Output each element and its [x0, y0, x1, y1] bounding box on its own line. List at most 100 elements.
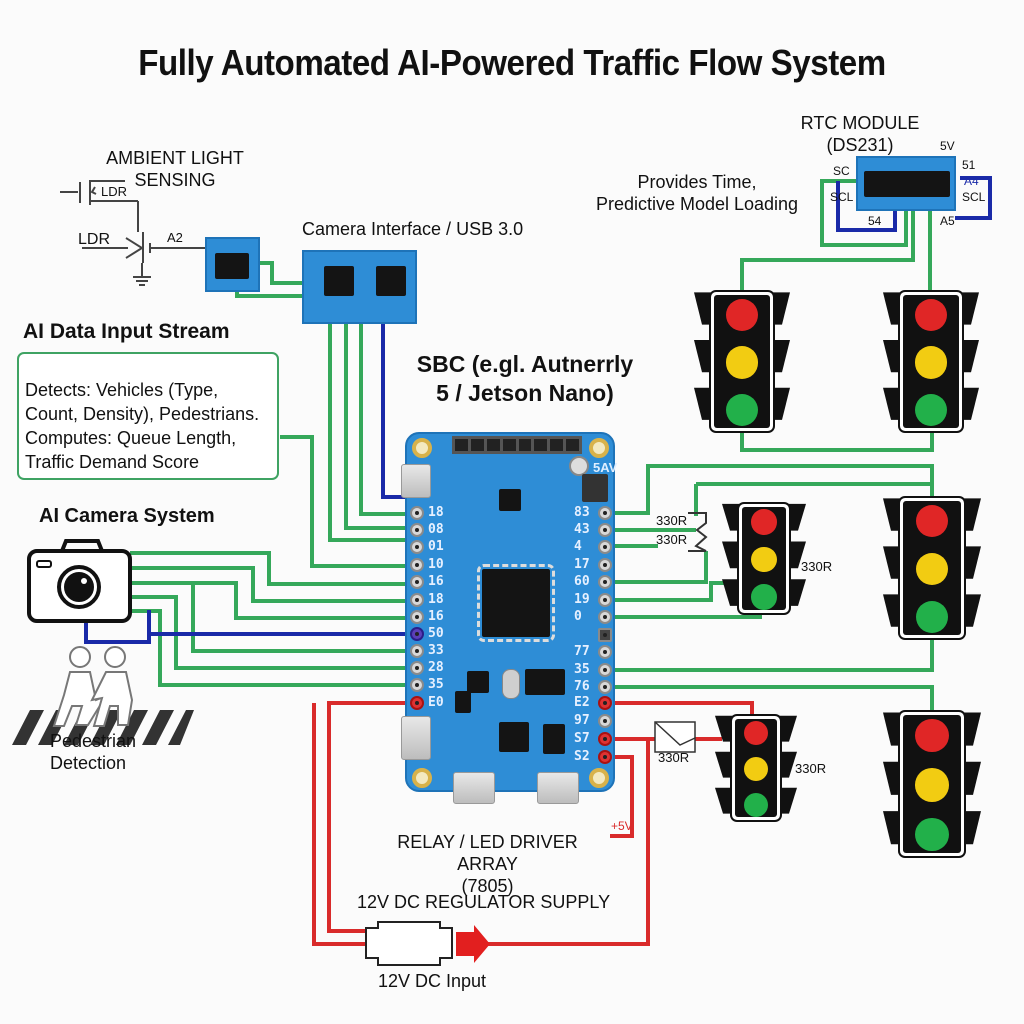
ic-u3: [525, 669, 565, 695]
lamp-green: [743, 792, 769, 818]
resistor-symbol: [688, 512, 708, 552]
lamp-yellow: [915, 768, 949, 802]
sbc-left-pin-label: 50: [428, 626, 444, 641]
relay-line1: RELAY / LED DRIVER ARRAY: [397, 832, 578, 874]
micro-usb-port[interactable]: [401, 464, 431, 498]
ic-u6: [543, 724, 565, 754]
sbc-right-pin: [598, 610, 612, 624]
sbc-left-pin-label: 16: [428, 574, 444, 589]
sbc-right-pin: [598, 680, 612, 694]
rtc-description: Provides Time, Predictive Model Loading: [588, 171, 806, 215]
sbc-left-pin: [410, 575, 424, 589]
lamp-red: [725, 298, 759, 332]
sbc-left-pin-label: 35: [428, 677, 444, 692]
lamp-green: [915, 600, 949, 634]
ic-u5: [499, 722, 529, 752]
sbc-right-pin-label: 0: [574, 609, 582, 624]
sbc-left-pin-label: E0: [428, 695, 444, 710]
rtc-module-board: [856, 156, 956, 211]
crystal-oscillator: [502, 669, 520, 699]
lamp-green: [914, 393, 948, 427]
sbc-right-pin: [598, 714, 612, 728]
main-processor-chip: [477, 564, 555, 642]
sbc-right-pin: [598, 593, 612, 607]
lamp-green: [915, 817, 949, 852]
sbc-left-pin: [410, 627, 424, 641]
sbc-left-pin-label: 16: [428, 609, 444, 624]
camera-interface-label: Camera Interface / USB 3.0: [302, 219, 524, 239]
sbc-left-pin-label: 18: [428, 505, 444, 520]
lamp-red: [743, 720, 769, 746]
sbc-left-pin: [410, 644, 424, 658]
sbc-right-pin: [598, 523, 612, 537]
sbc-right-pin: [598, 696, 612, 710]
sensor-ic: [582, 474, 608, 502]
usb-c-port-1[interactable]: [453, 772, 495, 804]
interface-chip-1: [324, 266, 354, 296]
camera-interface-board: [302, 250, 417, 324]
interface-chip-2: [376, 266, 406, 296]
dc-input-label: 12V DC Input: [378, 971, 487, 991]
ldr-label-top: LDR: [101, 184, 128, 199]
sbc-title-line1: SBC (e.gl. Autnerrly: [416, 351, 634, 377]
mount-hole: [412, 438, 432, 458]
lamp-yellow: [915, 552, 949, 586]
sbc-left-pin-label: 18: [428, 592, 444, 607]
traffic-light-top-left: [694, 290, 790, 433]
rtc-pin-scl-right: SCL: [962, 190, 986, 204]
sbc-left-pin: [410, 610, 424, 624]
rtc-pin-54: 54: [868, 214, 882, 228]
lamp-green: [751, 584, 777, 610]
resistor-label-4: 330R: [658, 750, 690, 765]
traffic-light-middle-small: [722, 502, 806, 615]
sbc-heading: SBC (e.gl. Autnerrly 5 / Jetson Nano): [410, 350, 640, 408]
ldr-label-left: LDR: [78, 231, 111, 248]
resistor-label-5: 330R: [795, 761, 827, 776]
resistor-label-2: 330R: [656, 532, 688, 547]
driver-symbol: [654, 721, 696, 753]
ai-data-line: Detects: Vehicles (Type,: [25, 380, 219, 400]
lamp-yellow: [743, 756, 769, 782]
usb-c-port-side[interactable]: [401, 716, 431, 760]
pedestrian-icon: [52, 646, 134, 727]
plus-5v-label: +5V: [611, 819, 633, 833]
rtc-title-line1: RTC MODULE: [800, 113, 920, 133]
rtc-desc-line2: Predictive Model Loading: [595, 194, 799, 214]
lamp-green: [725, 393, 759, 427]
sbc-right-pin-label: 35: [574, 662, 590, 677]
mount-hole: [589, 438, 609, 458]
sbc-left-pin-label: 33: [428, 643, 444, 658]
sbc-left-pin: [410, 506, 424, 520]
sbc-left-pin-label: 01: [428, 539, 444, 554]
traffic-light-bottom-small: [715, 714, 797, 822]
sbc-left-pin-label: 08: [428, 522, 444, 537]
sbc-title-line2: 5 / Jetson Nano): [436, 380, 614, 406]
sbc-left-pin-label: 10: [428, 557, 444, 572]
sbc-right-pin-label: 17: [574, 557, 590, 572]
rtc-title-line2: (DS231): [826, 135, 894, 155]
regulator-label: 12V DC REGULATOR SUPPLY: [357, 892, 611, 912]
sbc-right-pin-label: 60: [574, 574, 590, 589]
rtc-pin-a5: A5: [940, 214, 955, 228]
sbc-right-pin-label: 76: [574, 679, 590, 694]
small-ic: [499, 489, 521, 511]
capacitor: [569, 456, 589, 476]
sbc-right-pin: [598, 750, 612, 764]
usb-c-port-2[interactable]: [537, 772, 579, 804]
sbc-board: 5AV: [401, 432, 617, 804]
camera-icon: [27, 539, 132, 623]
mount-hole: [589, 768, 609, 788]
a2-pin-label: A2: [167, 230, 183, 245]
ldr-chip: [215, 253, 249, 279]
sbc-right-pin-label: 43: [574, 522, 590, 537]
regulator-symbol: [365, 921, 490, 966]
sbc-right-pin: [598, 628, 612, 642]
sbc-right-pin: [598, 732, 612, 746]
sbc-left-pin-label: 28: [428, 660, 444, 675]
sbc-right-pin-label: 83: [574, 505, 590, 520]
traffic-light-bottom-right: [883, 710, 981, 858]
sbc-right-pin-label: 77: [574, 644, 590, 659]
relay-driver-label: RELAY / LED DRIVER ARRAY (7805): [365, 831, 610, 897]
sbc-left-pin: [410, 593, 424, 607]
